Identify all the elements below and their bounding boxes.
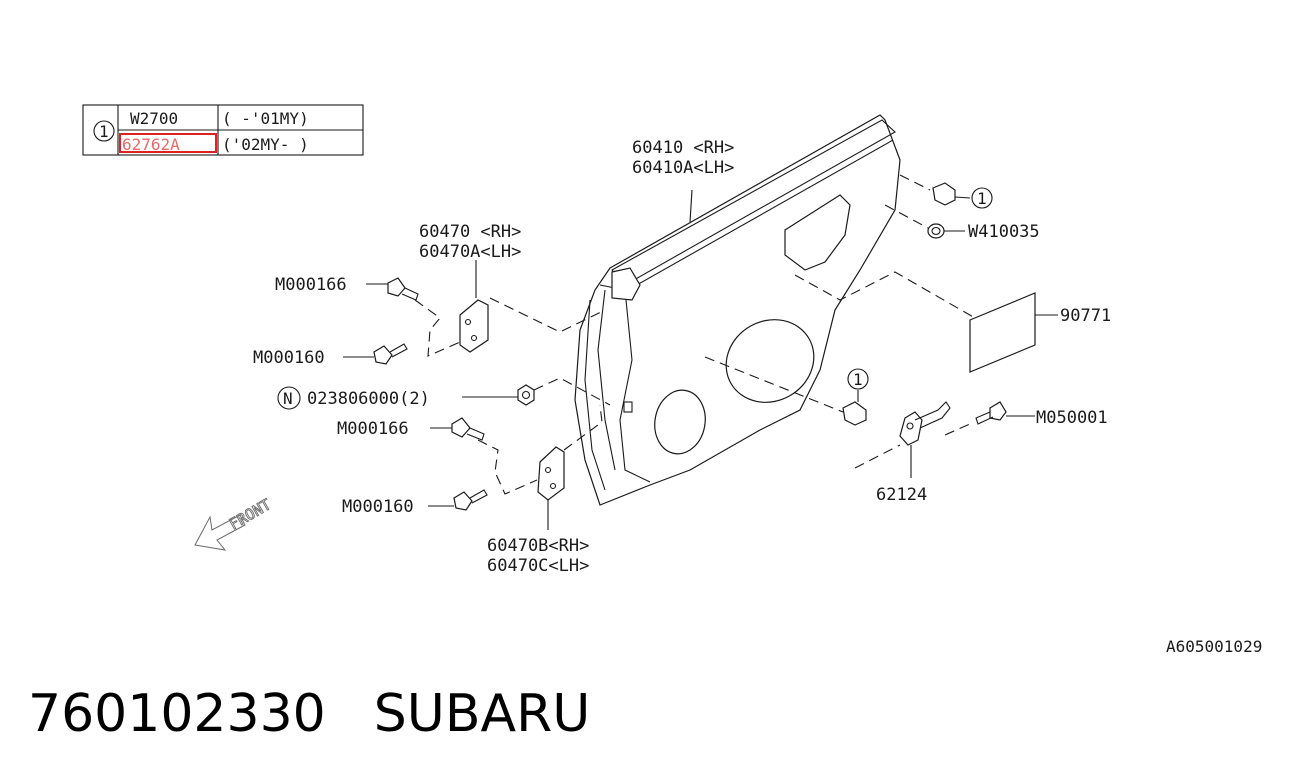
- callout-60470a-lh: 60470A<LH>: [419, 242, 521, 262]
- bolt-lower-a: [430, 417, 485, 441]
- front-label: FRONT: [226, 495, 274, 533]
- nut: N: [277, 377, 611, 410]
- table-years-row2: ('02MY- ): [222, 135, 309, 154]
- callout-023806000: 023806000(2): [307, 389, 430, 409]
- table-part-62762a[interactable]: 62762A: [122, 135, 180, 154]
- callout-60470c-lh: 60470C<LH>: [487, 556, 589, 576]
- grommet: W410035: [884, 204, 1040, 242]
- clip-upper: 1: [899, 174, 993, 209]
- callout-62124: 62124: [876, 485, 927, 505]
- footer: 760102330 SUBARU: [28, 684, 590, 744]
- table-years-row1: ( -'01MY): [222, 109, 309, 128]
- upper-hinge: [414, 260, 606, 357]
- clip-ref-number: 1: [977, 189, 987, 208]
- callout-w410035: W410035: [968, 222, 1040, 242]
- diagram-code: A605001029: [1166, 637, 1262, 656]
- callout-60410a-lh: 60410A<LH>: [632, 158, 734, 178]
- door-trim-panel: [574, 114, 901, 506]
- callout-60470-rh: 60470 <RH>: [419, 222, 521, 242]
- checker-bolt: [975, 401, 1035, 425]
- callout-60410-rh: 60410 <RH>: [632, 138, 734, 158]
- bolt-upper-b: [343, 343, 408, 365]
- footer-part-number: 760102330: [28, 684, 326, 744]
- callout-m000166-lower: M000166: [337, 419, 409, 439]
- callout-90771: 90771: [1060, 306, 1111, 326]
- callout-m000160-upper: M000160: [253, 348, 325, 368]
- clip-lower: 1: [704, 356, 869, 426]
- callout-m000160-lower: M000160: [342, 497, 414, 517]
- bolt-lower-b: [428, 489, 488, 511]
- callout-60470b-rh: 60470B<RH>: [487, 536, 589, 556]
- highlight-box: [119, 133, 217, 153]
- nut-marker: N: [283, 389, 293, 408]
- footer-brand: SUBARU: [373, 684, 591, 744]
- sealing-sheet: 90771: [794, 271, 1111, 373]
- callout-m050001: M050001: [1036, 408, 1108, 428]
- table-part-w2700: W2700: [130, 109, 178, 128]
- reference-table: 1 W2700 ( -'01MY) 62762A ('02MY- ): [82, 104, 364, 156]
- ref-circle-number: 1: [99, 122, 109, 141]
- door-checker: [854, 401, 973, 478]
- ref-circle: [93, 120, 115, 142]
- clip-ref-number-lower: 1: [853, 370, 863, 389]
- lower-hinge: [477, 404, 603, 530]
- front-arrow: FRONT: [194, 495, 275, 551]
- bolt-upper-a: [366, 277, 419, 301]
- callout-m000166-upper: M000166: [275, 275, 347, 295]
